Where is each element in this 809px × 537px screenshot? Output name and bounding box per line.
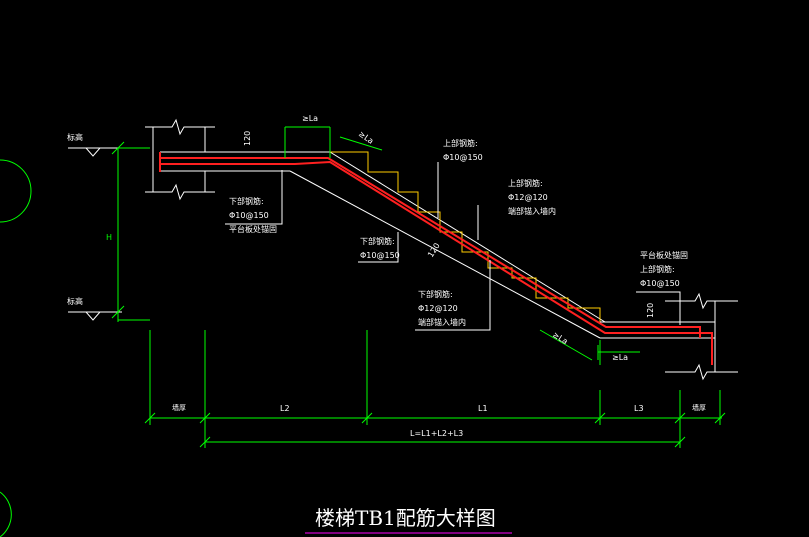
upper-bar-b-spec: Φ12@120 xyxy=(508,193,548,202)
grid-bubble-top xyxy=(0,159,32,223)
lower-bar-a-head: 下部钢筋: xyxy=(229,196,264,206)
la-dimension-marks xyxy=(284,126,640,365)
dim-l2: L2 xyxy=(280,404,290,413)
upper-wall xyxy=(145,118,215,201)
upper-bar-a-head: 上部钢筋: xyxy=(443,138,478,148)
stair-flight-outline xyxy=(289,151,606,339)
lower-bar-c-note: 端部锚入墙内 xyxy=(418,317,466,327)
landing-bar-sub: 上部钢筋: xyxy=(640,264,675,274)
thickness-label-lower: 120 xyxy=(646,303,655,318)
elevation-label-top: 标高 xyxy=(67,132,83,142)
thickness-label-flight: 120 xyxy=(426,241,442,259)
dim-wall-right: 墙厚 xyxy=(692,403,706,412)
leader-lines xyxy=(225,162,681,331)
dim-l1: L1 xyxy=(478,404,488,413)
drawing-title: 楼梯TB1配筋大样图 xyxy=(315,506,496,530)
landing-bar-spec: Φ10@150 xyxy=(640,279,680,288)
lower-bar-b-spec: Φ10@150 xyxy=(360,251,400,260)
dim-l3: L3 xyxy=(634,404,644,413)
thickness-label-upper: 120 xyxy=(243,131,252,146)
lower-landing-slab xyxy=(600,321,715,339)
elevation-mark-bottom: 标高 xyxy=(67,296,122,321)
lower-bar-c-head: 下部钢筋: xyxy=(418,289,453,299)
upper-bar-b-head: 上部钢筋: xyxy=(508,178,543,188)
lower-bar-a-spec: Φ10@150 xyxy=(229,211,269,220)
upper-landing-slab xyxy=(160,151,330,172)
lower-bar-b-head: 下部钢筋: xyxy=(360,236,395,246)
la-label-4: ≥La xyxy=(612,353,628,362)
height-label: H xyxy=(106,233,112,242)
grid-bubble-bottom xyxy=(0,491,12,537)
upper-bar-b-note: 端部锚入墙内 xyxy=(508,206,556,216)
lower-wall xyxy=(665,292,738,381)
la-label-3: ≥La xyxy=(551,330,569,346)
la-label-1: ≥La xyxy=(302,114,318,123)
upper-bar-a-spec: Φ10@150 xyxy=(443,153,483,162)
elevation-mark-top: 标高 xyxy=(67,132,122,157)
dim-wall-left: 墙厚 xyxy=(172,403,186,412)
dimension-lines xyxy=(144,330,726,448)
lower-bar-a-note: 平台板处锚固 xyxy=(229,224,277,234)
rebars xyxy=(159,152,713,365)
height-dimension xyxy=(111,141,150,322)
elevation-label-bottom: 标高 xyxy=(67,296,83,306)
dim-total: L=L1+L2+L3 xyxy=(410,429,463,438)
landing-bar-head: 平台板处锚固 xyxy=(640,250,688,260)
lower-bar-c-spec: Φ12@120 xyxy=(418,304,458,313)
